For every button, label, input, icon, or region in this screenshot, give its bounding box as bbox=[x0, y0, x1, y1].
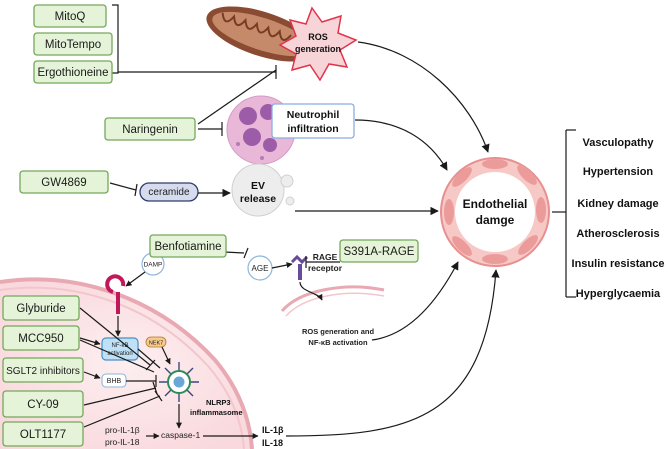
bhb-label: BHB bbox=[107, 378, 122, 385]
nlrp3-label-2: inflammasome bbox=[190, 408, 243, 417]
drug-naringenin: Naringenin bbox=[104, 117, 196, 141]
neutrophil-label-2: infiltration bbox=[287, 123, 338, 135]
svg-text:Naringenin: Naringenin bbox=[122, 124, 178, 136]
outcome-hypertension: Hypertension bbox=[583, 166, 654, 178]
nfkb-label-1: NF-κB bbox=[112, 343, 129, 349]
svg-text:Glyburide: Glyburide bbox=[16, 303, 65, 315]
outcome-hyperglycaemia: Hyperglycaemia bbox=[576, 288, 661, 300]
rage-label-2: receptor bbox=[308, 263, 343, 273]
outcome-atherosclerosis: Atherosclerosis bbox=[576, 228, 659, 240]
svg-text:SGLT2 inhibitors: SGLT2 inhibitors bbox=[6, 366, 80, 377]
pro-il18-label: pro-IL-18 bbox=[105, 437, 140, 447]
caspase-label: caspase-1 bbox=[161, 430, 200, 440]
rage-receptor-illustration: RAGE receptor bbox=[290, 252, 343, 280]
ros-label-2: generation bbox=[295, 44, 341, 54]
age-label: AGE bbox=[252, 264, 269, 273]
ros-label-1: ROS bbox=[308, 32, 328, 42]
neutrophil-label-1: Neutrophil bbox=[287, 109, 340, 121]
il1b-label: IL-1β bbox=[262, 425, 284, 435]
neutrophil-label-box: Neutrophil infiltration bbox=[271, 103, 355, 139]
drug-mcc950: MCC950 bbox=[2, 325, 80, 351]
svg-text:MitoQ: MitoQ bbox=[55, 11, 86, 23]
outcomes-bracket bbox=[552, 129, 576, 298]
ros-generation-star: ROS generation bbox=[278, 6, 358, 82]
drug-gw4869: GW4869 bbox=[19, 170, 109, 194]
age-circle: AGE bbox=[247, 255, 273, 281]
outcome-vasculopathy: Vasculopathy bbox=[583, 137, 655, 149]
damp-label: DAMP bbox=[144, 262, 163, 269]
endothelial-label-2: damge bbox=[476, 213, 515, 227]
drug-mitoq: MitoQ bbox=[33, 4, 107, 28]
svg-text:Ergothioneine: Ergothioneine bbox=[38, 67, 109, 79]
drug-s391a-rage: S391A-RAGE bbox=[339, 239, 419, 263]
il18-label: IL-18 bbox=[262, 438, 283, 448]
nek7-label: NEK7 bbox=[149, 341, 163, 347]
ros-nfkb-label-1: ROS generation and bbox=[302, 327, 375, 336]
nlrp3-label-1: NLRP3 bbox=[206, 398, 231, 407]
svg-text:CY-09: CY-09 bbox=[27, 399, 59, 411]
connectors bbox=[79, 4, 500, 439]
nfkb-label-2: activation bbox=[107, 351, 132, 357]
ceramide-pill: ceramide bbox=[139, 182, 199, 202]
outcome-insulin-resistance: Insulin resistance bbox=[572, 258, 665, 270]
endothelial-vessel: Endothelial damge bbox=[440, 157, 550, 267]
drug-ergothioneine: Ergothioneine bbox=[33, 60, 113, 84]
outcome-kidney-damage: Kidney damage bbox=[577, 198, 658, 210]
ros-nfkb-label-2: NF-κB activation bbox=[308, 338, 368, 347]
endothelial-label-1: Endothelial bbox=[463, 197, 528, 211]
bhb-box: BHB bbox=[101, 373, 127, 388]
nlrp3-inflammasome-illustration: NLRP3 inflammasome bbox=[159, 362, 243, 417]
svg-text:OLT1177: OLT1177 bbox=[20, 429, 66, 441]
drug-glyburide: Glyburide bbox=[2, 295, 80, 321]
svg-text:S391A-RAGE: S391A-RAGE bbox=[344, 246, 415, 258]
rage-cell-membrane bbox=[280, 285, 385, 317]
tlr-receptor-icon bbox=[105, 274, 126, 314]
drug-mitotempo: MitoTempo bbox=[33, 32, 113, 56]
svg-text:GW4869: GW4869 bbox=[41, 177, 86, 189]
drug-olt1177: OLT1177 bbox=[2, 421, 84, 447]
pro-il1b-label: pro-IL-1β bbox=[105, 425, 140, 435]
drug-sglt2-inhibitors: SGLT2 inhibitors bbox=[2, 357, 84, 383]
drug-cy09: CY-09 bbox=[2, 390, 84, 418]
outcomes-list: Vasculopathy Hypertension Kidney damage … bbox=[572, 137, 665, 300]
drug-benfotiamine: Benfotiamine bbox=[149, 234, 227, 258]
ev-label-2: release bbox=[240, 193, 276, 205]
nek7-pill: NEK7 bbox=[145, 336, 167, 348]
svg-text:MitoTempo: MitoTempo bbox=[45, 39, 101, 51]
ev-release-illustration: EV release bbox=[231, 163, 295, 217]
rage-label-1: RAGE bbox=[313, 252, 338, 262]
ceramide-label: ceramide bbox=[148, 187, 190, 198]
ev-label-1: EV bbox=[251, 180, 265, 192]
svg-text:MCC950: MCC950 bbox=[18, 333, 63, 345]
svg-text:Benfotiamine: Benfotiamine bbox=[154, 241, 221, 253]
